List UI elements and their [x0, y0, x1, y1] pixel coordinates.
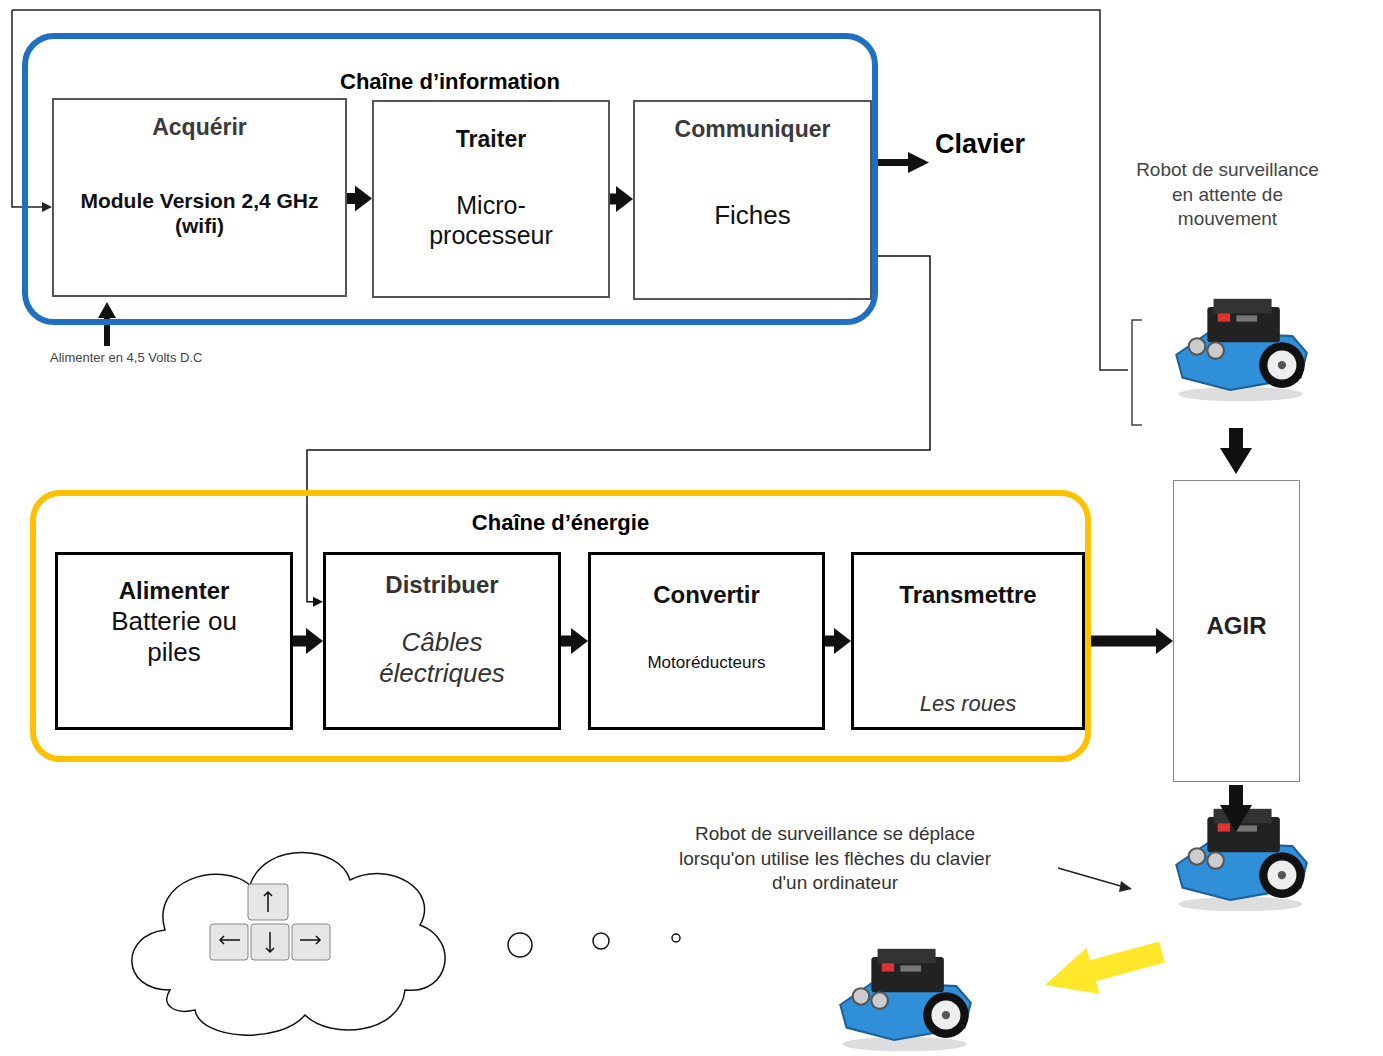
- connector: [561, 628, 588, 654]
- connector: [347, 186, 372, 212]
- connector: [610, 186, 633, 212]
- action-box: AGIR: [1173, 480, 1300, 782]
- body-area: Motoréducteurs: [599, 610, 814, 717]
- arrow-head: [616, 186, 633, 212]
- connector-line: [561, 636, 571, 647]
- box-body: Module Version 2,4 GHz (wifi): [80, 188, 320, 238]
- connector-line: [1085, 636, 1156, 647]
- body-area: Batterie ou piles: [66, 606, 282, 717]
- function-box: DistribuerCâbles électriques: [323, 552, 561, 730]
- connector: [1085, 628, 1173, 654]
- box-title: Communiquer: [675, 116, 831, 144]
- connector: [293, 628, 323, 654]
- function-box: AlimenterBatterie ou piles: [55, 552, 293, 730]
- box-title: Alimenter: [119, 577, 230, 606]
- box-body: Motoréducteurs: [647, 653, 765, 673]
- arrow-head: [355, 186, 372, 212]
- function-box: TraiterMicro- processeur: [372, 100, 610, 298]
- feedback-wire: [12, 10, 1128, 370]
- flow-arrow: [1229, 785, 1243, 807]
- connector-line: [347, 193, 355, 204]
- robot-caption: Robot de surveillance en attente de mouv…: [1135, 158, 1320, 232]
- feedback-wire: [12, 10, 44, 207]
- movement-arrow-head: [1045, 948, 1100, 994]
- flow-arrow: [1229, 428, 1243, 450]
- box-body: Les roues: [920, 691, 1017, 717]
- connector-line: [610, 194, 616, 205]
- robot-illustration: [840, 949, 971, 1052]
- body-area: Les roues: [862, 610, 1074, 717]
- output-arrow-head: [908, 152, 929, 173]
- box-title: AGIR: [1207, 612, 1267, 641]
- thought-bubble: [508, 933, 532, 957]
- robot-caption: Robot de surveillance se déplace lorsqu'…: [660, 822, 1010, 896]
- connector-line: [293, 636, 306, 647]
- flow-arrow-head: [1220, 805, 1252, 832]
- arrow-head: [42, 202, 52, 212]
- robot-illustration: [1176, 299, 1307, 402]
- box-title: Chaîne d’énergie: [36, 510, 1085, 536]
- body-area: Fiches: [643, 144, 862, 288]
- box-body: Batterie ou piles: [89, 606, 259, 668]
- arrow-key-symbols: [220, 892, 320, 952]
- body-area: Micro- processeur: [382, 154, 600, 286]
- box-title: Distribuer: [385, 571, 498, 600]
- chain-box: Chaîne d’énergieAlimenterBatterie ou pil…: [30, 490, 1091, 762]
- movement-arrow: [1092, 952, 1162, 971]
- connector-line: [825, 636, 834, 647]
- box-body: Câbles électriques: [357, 627, 527, 689]
- leader-arrow-head: [1119, 881, 1132, 892]
- body-area: Module Version 2,4 GHz (wifi): [62, 142, 337, 285]
- arrow-head: [306, 628, 323, 654]
- body-area: Câbles électriques: [334, 600, 550, 717]
- arrow-head: [834, 628, 851, 654]
- power-arrow-head: [98, 302, 116, 318]
- thought-bubble: [593, 933, 609, 949]
- arrow-head: [1156, 628, 1173, 654]
- function-box: CommuniquerFiches: [633, 100, 872, 300]
- chain-box: Chaîne d’informationAcquérirModule Versi…: [22, 33, 878, 325]
- output-label: Clavier: [935, 128, 1025, 160]
- box-title: Convertir: [653, 581, 760, 610]
- box-body: Micro- processeur: [421, 190, 561, 250]
- leader-line: [1058, 868, 1124, 887]
- connector: [825, 628, 851, 654]
- box-title: Acquérir: [152, 114, 247, 142]
- box-title: Transmettre: [899, 581, 1036, 610]
- function-box: ConvertirMotoréducteurs: [588, 552, 825, 730]
- arrow-keys: [210, 884, 330, 960]
- arrow-head: [571, 628, 588, 654]
- box-title: Chaîne d’information: [28, 69, 872, 95]
- power-note: Alimenter en 4,5 Volts D.C: [50, 350, 202, 366]
- thought-cloud: [132, 853, 445, 1036]
- box-body: Fiches: [714, 200, 791, 231]
- flow-arrow-head: [1220, 448, 1252, 474]
- function-box: TransmettreLes roues: [851, 552, 1085, 730]
- thought-bubble: [672, 934, 680, 942]
- power-arrow: [104, 314, 110, 346]
- box-title: Traiter: [456, 126, 526, 154]
- arrow-head: [313, 597, 323, 607]
- bracket: [1132, 320, 1142, 425]
- connector-line: [307, 256, 930, 602]
- robot-illustration: [1176, 809, 1307, 912]
- function-box: AcquérirModule Version 2,4 GHz (wifi): [52, 98, 347, 297]
